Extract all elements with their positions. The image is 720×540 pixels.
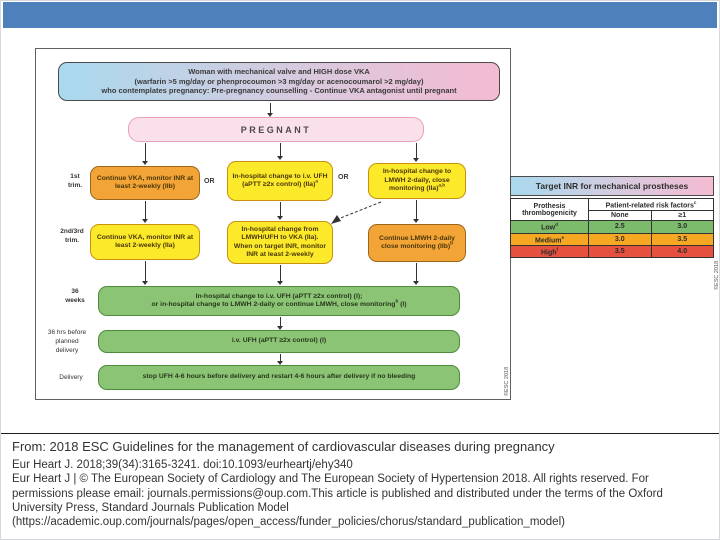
- citation-rights-text: Eur Heart J | © The European Society of …: [12, 473, 663, 528]
- dashed-arrow-icon: [331, 201, 382, 224]
- box-before-delivery: i.v. UFH (aPTT ≥2x control) (I): [98, 330, 460, 353]
- col-header-ge1: ≥1: [650, 210, 714, 222]
- arrow-down-icon: [142, 143, 149, 165]
- citation-divider: [0, 433, 720, 434]
- arrow-down-icon: [277, 354, 284, 365]
- flow-top-box-line3: who contemplates pregnancy: Pre-pregnanc…: [101, 86, 457, 96]
- arrow-down-icon: [413, 143, 420, 162]
- arrow-down-icon: [413, 263, 420, 285]
- arrow-down-icon: [142, 201, 149, 223]
- table-row-low: Lowd 2.5 3.0: [510, 220, 714, 234]
- col-header-thrombogenicity: Prothesis thrombogenicity: [510, 197, 589, 222]
- row-label-first-trimester: 1st trim.: [67, 173, 83, 189]
- row-label-delivery: Delivery: [59, 374, 83, 381]
- box-continue-vka-iia: Continue VKA, monitor INR at least 2-wee…: [90, 224, 200, 260]
- box-36-weeks: In-hospital change to i.v. UFH (aPTT ≥2x…: [98, 286, 460, 316]
- arrow-down-icon: [413, 200, 420, 223]
- table-row-high: Highf 3.5 4.0: [510, 244, 714, 259]
- arrow-down-icon: [277, 265, 284, 285]
- flow-top-box-line1: Woman with mechanical valve and HIGH dos…: [188, 66, 370, 76]
- citation-title: From: 2018 ESC Guidelines for the manage…: [12, 439, 555, 454]
- row-label-36-hrs-before-delivery: 36 hrs before planned delivery: [47, 329, 87, 354]
- box-continue-vka-iib: Continue VKA, monitor INR at least 2-wee…: [90, 166, 200, 200]
- or-label-1: OR: [204, 178, 215, 185]
- or-label-2: OR: [338, 174, 349, 181]
- citation-journal-line: Eur Heart J. 2018;39(34):3165-3241. doi:…: [12, 459, 353, 471]
- arrow-down-icon: [267, 103, 274, 117]
- flow-top-box: Woman with mechanical valve and HIGH dos…: [58, 62, 500, 101]
- box-continue-lmwh-iib: Continue LMWH 2-daily close monitoring (…: [368, 224, 466, 262]
- col-header-risk-factors: Patient-related risk factorsc: [588, 197, 714, 212]
- table-header-row: Prothesis thrombogenicity Patient-relate…: [510, 197, 714, 222]
- arrow-down-icon: [277, 202, 284, 220]
- citation-block: From: 2018 ESC Guidelines for the manage…: [12, 439, 706, 529]
- slide-top-bar: [3, 2, 717, 28]
- pregnant-box: PREGNANT: [128, 117, 424, 142]
- box-change-to-vka-iia: In-hospital change from LMWH/UFH to VKA …: [227, 221, 333, 264]
- col-header-none: None: [588, 210, 652, 222]
- flow-top-box-line2: (warfarin >5 mg/day or phenprocoumon >3 …: [134, 76, 424, 86]
- inr-table: Prothesis thrombogenicity Patient-relate…: [510, 197, 714, 259]
- arrow-down-icon: [277, 143, 284, 160]
- esc-credit-flowchart: ©ESC 2018: [504, 366, 510, 396]
- table-row-medium: Mediume 3.0 3.5: [510, 232, 714, 246]
- arrow-down-icon: [142, 261, 149, 285]
- box-change-lmwh-iia: In-hospital change to LMWH 2-daily, clos…: [368, 163, 466, 199]
- arrow-down-icon: [277, 317, 284, 330]
- row-label-36-weeks: 36 weeks: [65, 288, 85, 304]
- inr-table-title: Target INR for mechanical prostheses: [510, 176, 714, 196]
- row-label-second-third-trimester: 2nd/3rd trim.: [60, 228, 84, 244]
- box-change-ufh-iia: In-hospital change to i.v. UFH (aPTT ≥2x…: [227, 161, 333, 201]
- esc-credit-table: ©ESC 2018: [714, 260, 720, 290]
- box-delivery: stop UFH 4-6 hours before delivery and r…: [98, 365, 460, 390]
- pregnant-label: PREGNANT: [240, 124, 312, 135]
